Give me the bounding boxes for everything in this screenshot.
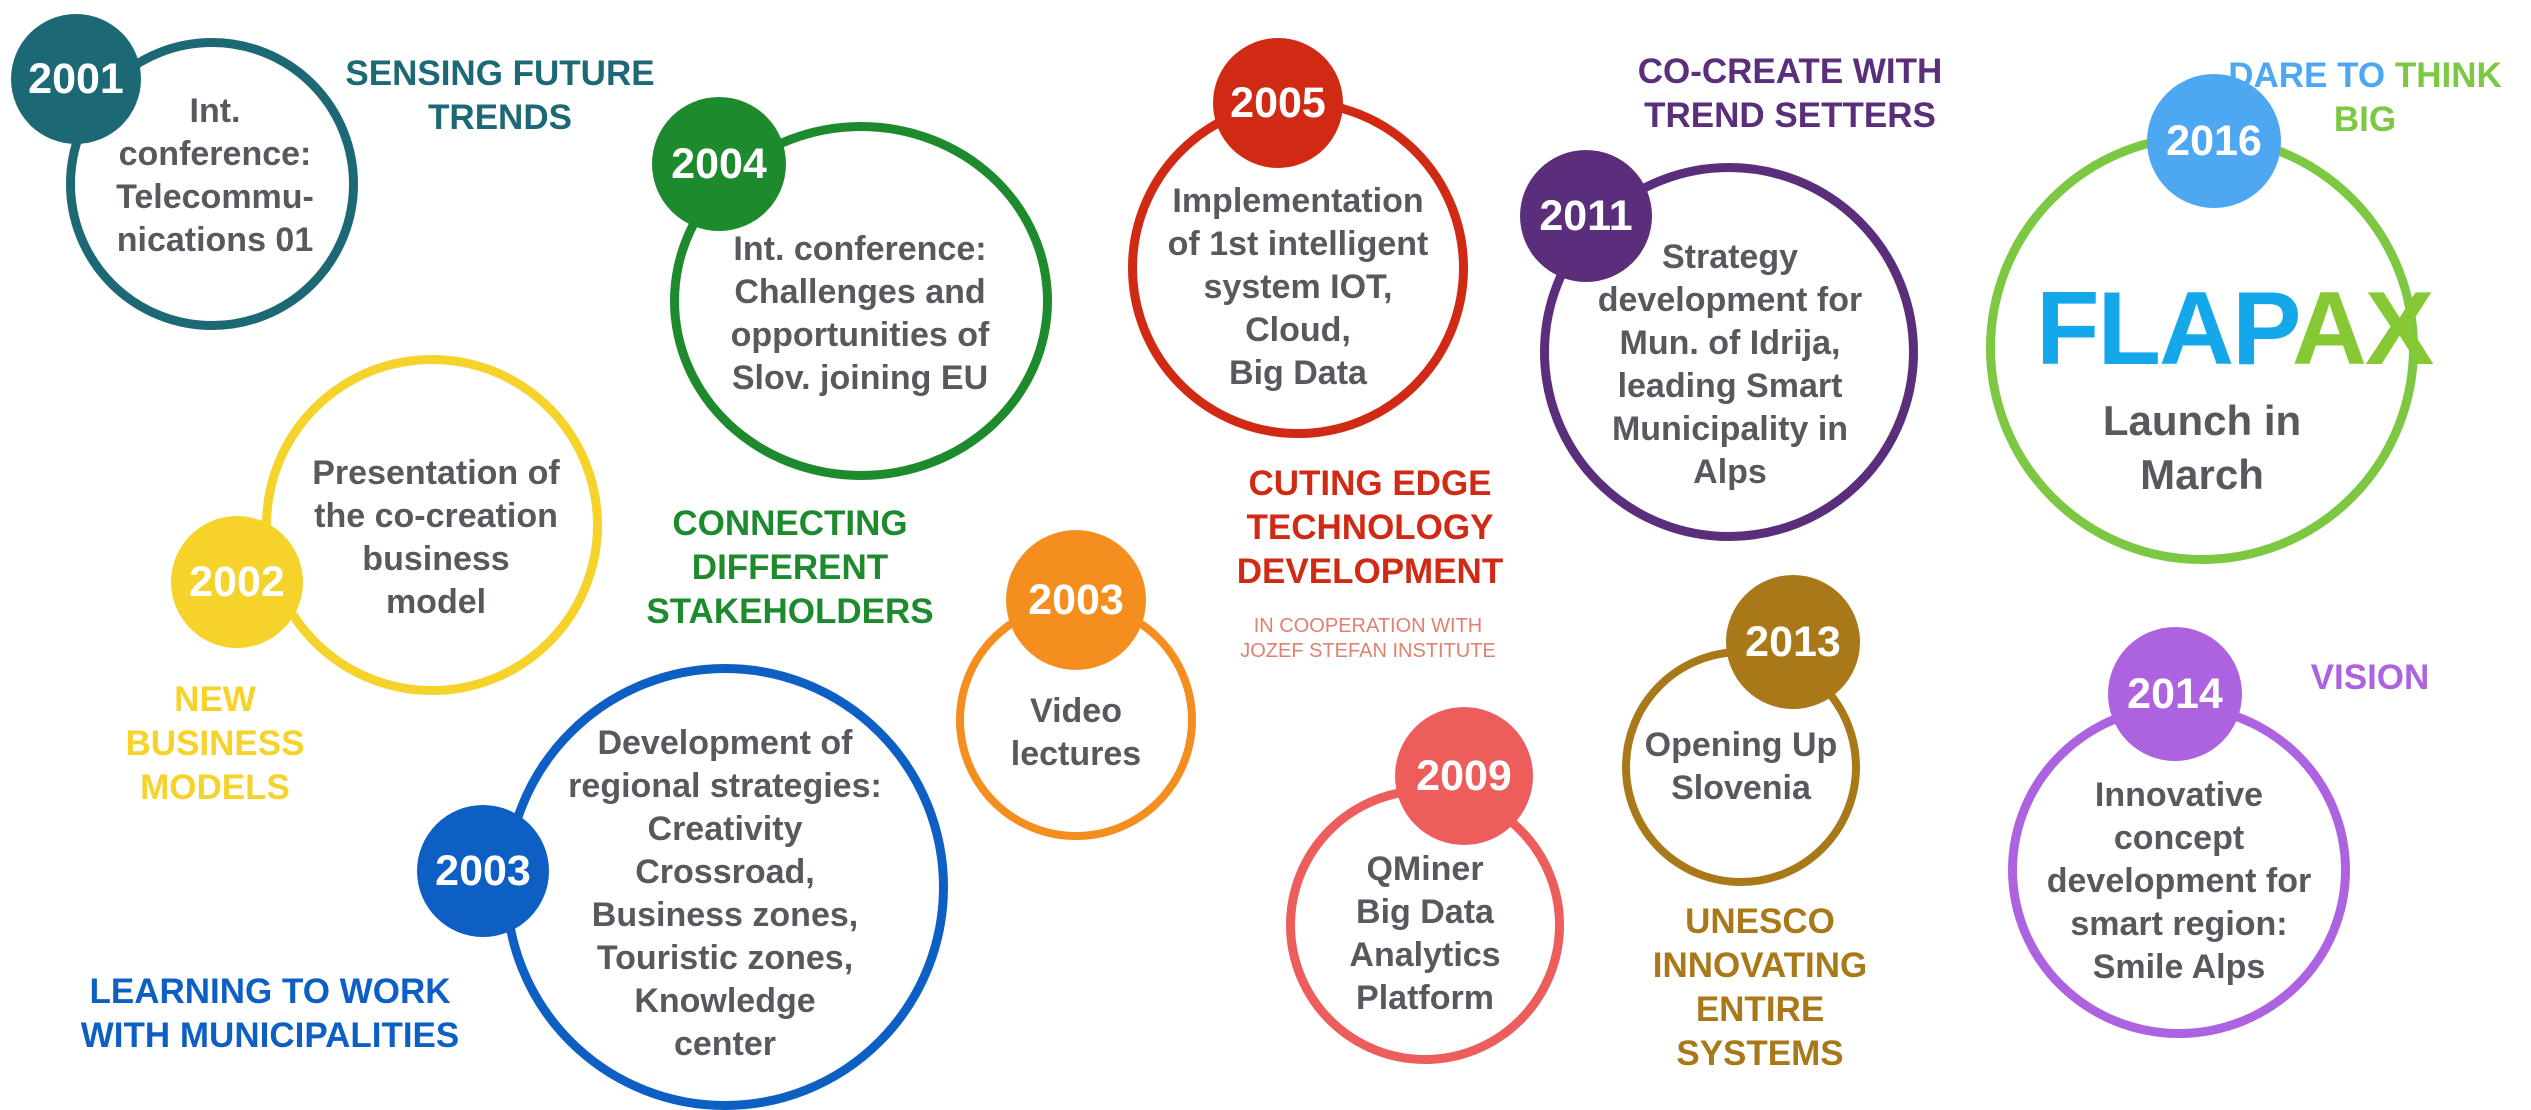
milestone-2014-description: Innovative concept development for smart… bbox=[2046, 776, 2312, 986]
milestone-2014-theme-label: VISION bbox=[2310, 658, 2430, 697]
milestone-2003-regional-theme-label: LEARNING TO WORK WITH MUNICIPALITIES bbox=[80, 972, 460, 1055]
milestone-2005-cooperation-note: IN COOPERATION WITH JOZEF STEFAN INSTITU… bbox=[1240, 615, 1496, 662]
milestone-2011-theme-label: CO-CREATE WITH TREND SETTERS bbox=[1637, 52, 1943, 135]
milestone-2003-regional-description: Development of regional strategies: Crea… bbox=[568, 724, 882, 1063]
milestone-2001-description: Int. conference: Telecommu- nications 01 bbox=[116, 92, 314, 259]
milestone-2013-description: Opening Up Slovenia bbox=[1644, 726, 1838, 807]
milestone-2004-year-badge: 2004 bbox=[652, 97, 786, 231]
milestone-2002-theme-label: NEW BUSINESS MODELS bbox=[125, 680, 305, 807]
milestone-2016-theme-label-part-2: THINK BIG bbox=[2333, 56, 2502, 139]
flapax-logo-part-1: FLAP bbox=[2036, 271, 2294, 387]
milestone-2014-year-badge: 2014 bbox=[2108, 627, 2242, 761]
milestone-2003-video-description: Video lectures bbox=[1010, 692, 1142, 773]
milestone-2001-theme-label: SENSING FUTURE TRENDS bbox=[345, 54, 655, 137]
flapax-logo-part-2: AX bbox=[2291, 271, 2434, 387]
milestone-2009-year-badge: 2009 bbox=[1395, 707, 1533, 845]
milestone-2013-year-badge: 2013 bbox=[1726, 575, 1860, 709]
milestone-2016-theme-label: DARE TO THINK BIG bbox=[2200, 10, 2530, 142]
milestone-2005-year-badge: 2005 bbox=[1213, 38, 1343, 168]
milestone-2011-description: Strategy development for Mun. of Idrija,… bbox=[1597, 238, 1863, 491]
milestone-2002-year-badge: 2002 bbox=[171, 516, 303, 648]
milestone-2016-description: Launch in March bbox=[2102, 397, 2302, 498]
milestone-2013-theme-label: UNESCO INNOVATING ENTIRE SYSTEMS bbox=[1652, 902, 1868, 1073]
milestone-2004-description: Int. conference: Challenges and opportun… bbox=[730, 230, 990, 397]
milestone-2009-description: QMiner Big Data Analytics Platform bbox=[1349, 850, 1501, 1017]
milestone-2003-regional-ring bbox=[502, 664, 948, 1110]
milestone-2004-theme-label: CONNECTING DIFFERENT STAKEHOLDERS bbox=[646, 504, 934, 631]
flapax-logo: FLAPAX bbox=[2036, 270, 2434, 389]
milestone-2005-theme-label: CUTING EDGE TECHNOLOGY DEVELOPMENT bbox=[1236, 464, 1504, 591]
milestone-2011-year-badge: 2011 bbox=[1520, 150, 1652, 282]
milestone-2016-theme-label-part-1: DARE TO bbox=[2228, 56, 2395, 95]
milestone-2002-ring bbox=[262, 355, 602, 695]
milestone-2016-year-badge: 2016 bbox=[2147, 74, 2281, 208]
milestone-2001-year-badge: 2001 bbox=[11, 14, 141, 144]
milestone-2005-description: Implementation of 1st intelligent system… bbox=[1167, 182, 1429, 392]
milestone-2003-regional-year-badge: 2003 bbox=[417, 805, 549, 937]
milestone-2002-description: Presentation of the co-creation business… bbox=[312, 454, 560, 621]
milestone-2003-video-year-badge: 2003 bbox=[1006, 530, 1146, 670]
